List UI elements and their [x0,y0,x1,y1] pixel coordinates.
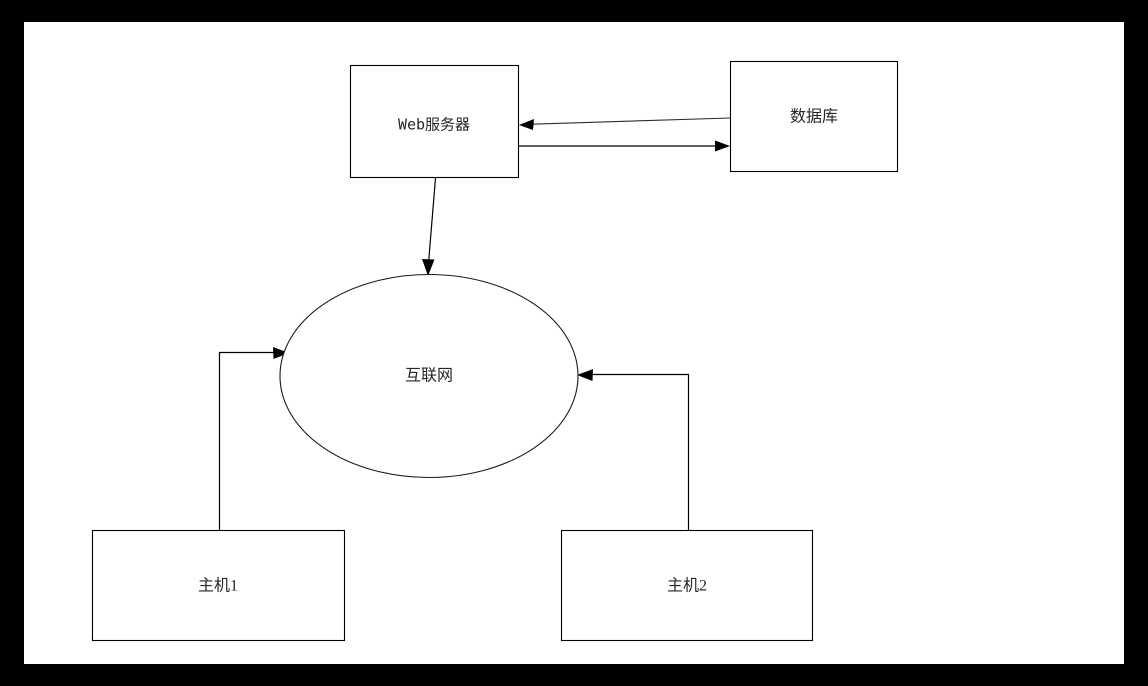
node-database[interactable]: 数据库 [729,60,899,173]
edge-web-server-to-database [519,140,730,152]
host-1-box[interactable] [91,529,346,642]
host-2-label: 主机2 [667,577,707,595]
arrow-head-left-icon [577,369,593,381]
edge-web-server-to-internet [422,177,437,276]
host-2-box[interactable] [560,529,814,642]
arrow-head-down-icon [422,259,435,276]
arrow-head-right-icon [273,347,289,359]
internet-label: 互联网 [405,367,453,385]
arrow-head-right-icon [715,140,730,152]
internet-ellipse[interactable] [279,273,579,479]
web-server-label: Web服务器 [398,116,470,134]
edge-database-to-web-server [519,117,731,130]
node-host-2[interactable]: 主机2 [560,529,814,642]
database-box[interactable] [729,60,899,173]
host-1-label: 主机1 [198,577,238,595]
web-server-box[interactable] [349,64,520,179]
edge-host-1-to-internet [218,347,289,530]
node-host-1[interactable]: 主机1 [91,529,346,642]
node-web-server[interactable]: Web服务器 [349,64,520,179]
node-internet[interactable]: 互联网 [279,273,579,479]
database-label: 数据库 [790,108,838,126]
arrow-head-left-icon [519,119,534,130]
edge-host-2-to-internet [577,369,690,530]
